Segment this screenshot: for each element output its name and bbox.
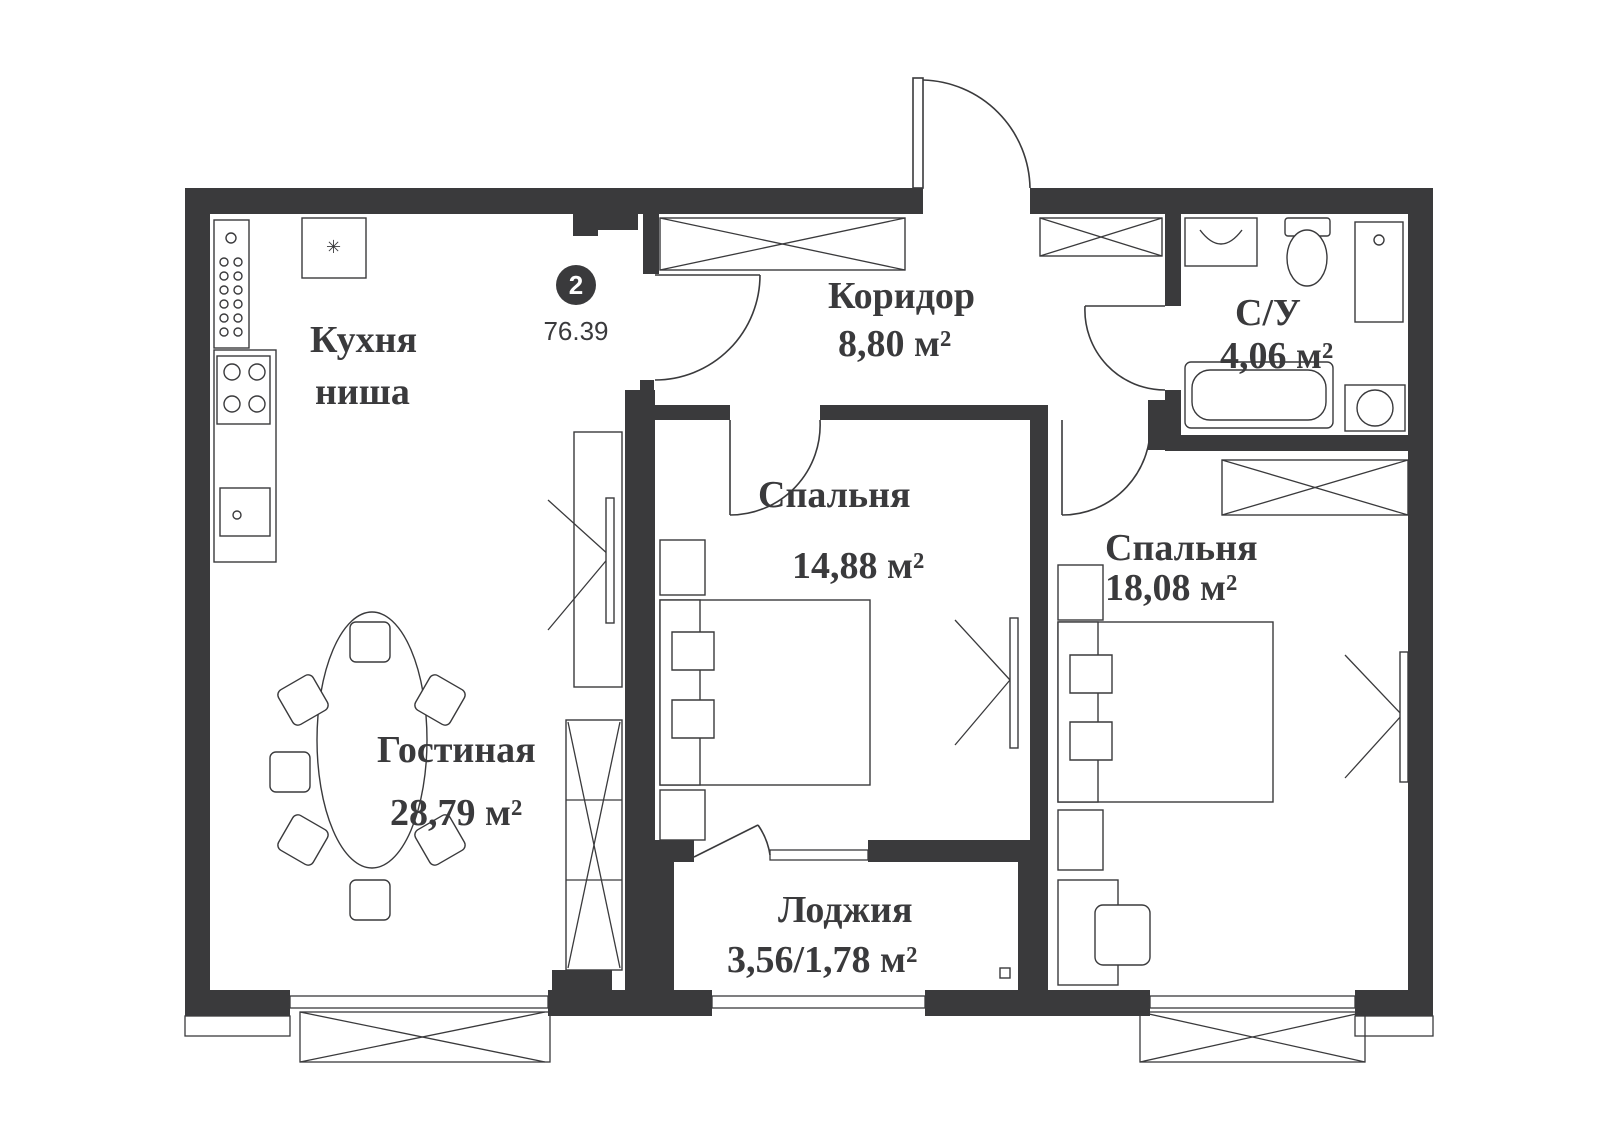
bedroom-2-label: Спальня xyxy=(1105,527,1258,569)
loggia-area: 3,56/1,78 м² xyxy=(727,939,917,981)
svg-text:✳: ✳ xyxy=(326,237,341,258)
bathroom-label: С/У xyxy=(1235,292,1301,334)
windows xyxy=(184,995,1434,1063)
loggia-label: Лоджия xyxy=(778,889,913,931)
living-room-label: Гостиная xyxy=(377,729,536,771)
apartment-number: 2 xyxy=(569,270,583,300)
apartment-badge: 2 76.39 xyxy=(543,265,609,346)
kitchen-label-line1: Кухня xyxy=(310,319,417,361)
walls xyxy=(185,188,1433,1016)
bathroom-area: 4,06 м² xyxy=(1220,335,1333,377)
apartment-number-circle xyxy=(556,265,596,305)
kitchen-label-line2: ниша xyxy=(315,371,410,413)
corridor-area: 8,80 м² xyxy=(838,323,951,365)
corridor-label: Коридор xyxy=(828,275,975,317)
living-room-area: 28,79 м² xyxy=(390,792,522,834)
room-labels: Кухня ниша Коридор 8,80 м² С/У 4,06 м² С… xyxy=(310,275,1333,981)
apartment-total-area: 76.39 xyxy=(543,316,608,346)
furniture: ✳ xyxy=(213,217,1409,986)
bedroom-1-label: Спальня xyxy=(758,474,911,516)
doors xyxy=(654,77,1166,861)
bedroom-2-area: 18,08 м² xyxy=(1105,567,1237,609)
bedroom-1-area: 14,88 м² xyxy=(792,545,924,587)
